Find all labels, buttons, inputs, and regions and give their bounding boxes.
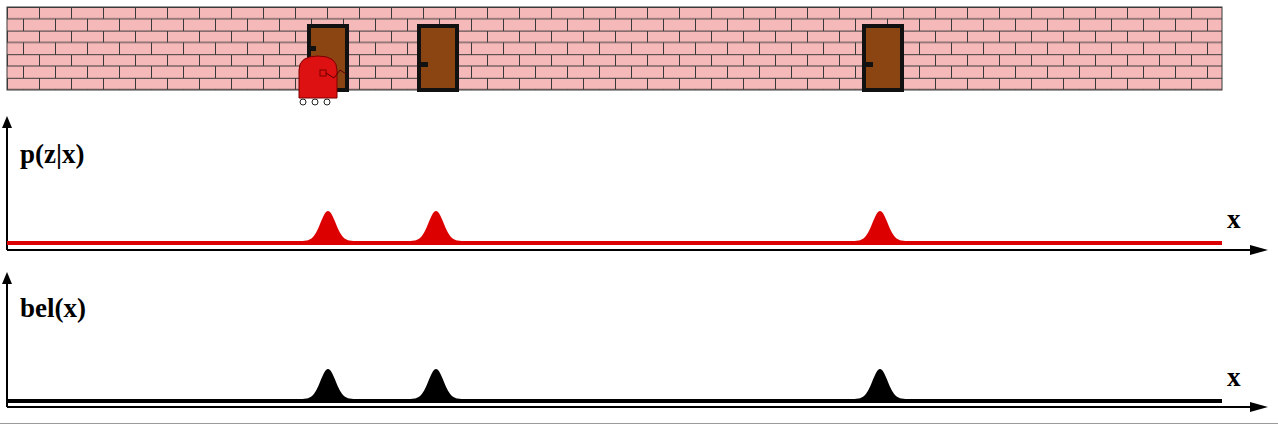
axes: [2, 116, 1268, 412]
distribution-curve: [7, 369, 1222, 403]
axis-label: x: [1227, 206, 1241, 233]
brick-wall: [7, 7, 1222, 90]
door: [864, 26, 902, 90]
axis-label: x: [1227, 364, 1241, 391]
axis-label: bel(x): [20, 295, 86, 322]
robot: [299, 56, 346, 105]
axis-label: p(z|x): [20, 141, 84, 168]
door: [419, 26, 457, 90]
distribution-curve: [7, 211, 1222, 245]
frame-line: [0, 423, 1278, 424]
